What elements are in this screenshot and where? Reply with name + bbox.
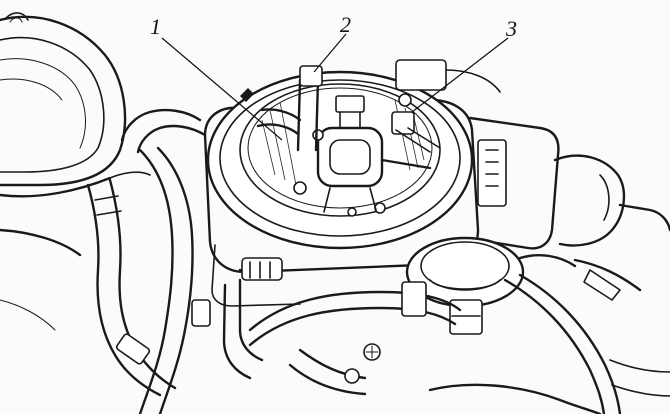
fuel-lines [191,257,462,396]
callout-leaders [161,33,509,141]
leader-2 [313,33,347,73]
leader-3 [411,37,509,113]
callout-2: 2 [340,12,351,37]
top-cover-details [240,65,441,217]
vacuum-diaphragm [405,236,577,335]
air-filter-housing [0,12,151,198]
right-bottom-tubes [428,273,670,414]
left-hoses [0,108,207,414]
callout-1: 1 [150,14,161,39]
callout-3: 3 [505,16,517,41]
leader-1 [161,37,283,141]
right-side-components [395,59,670,301]
callout-labels: 1 2 3 [150,12,517,41]
